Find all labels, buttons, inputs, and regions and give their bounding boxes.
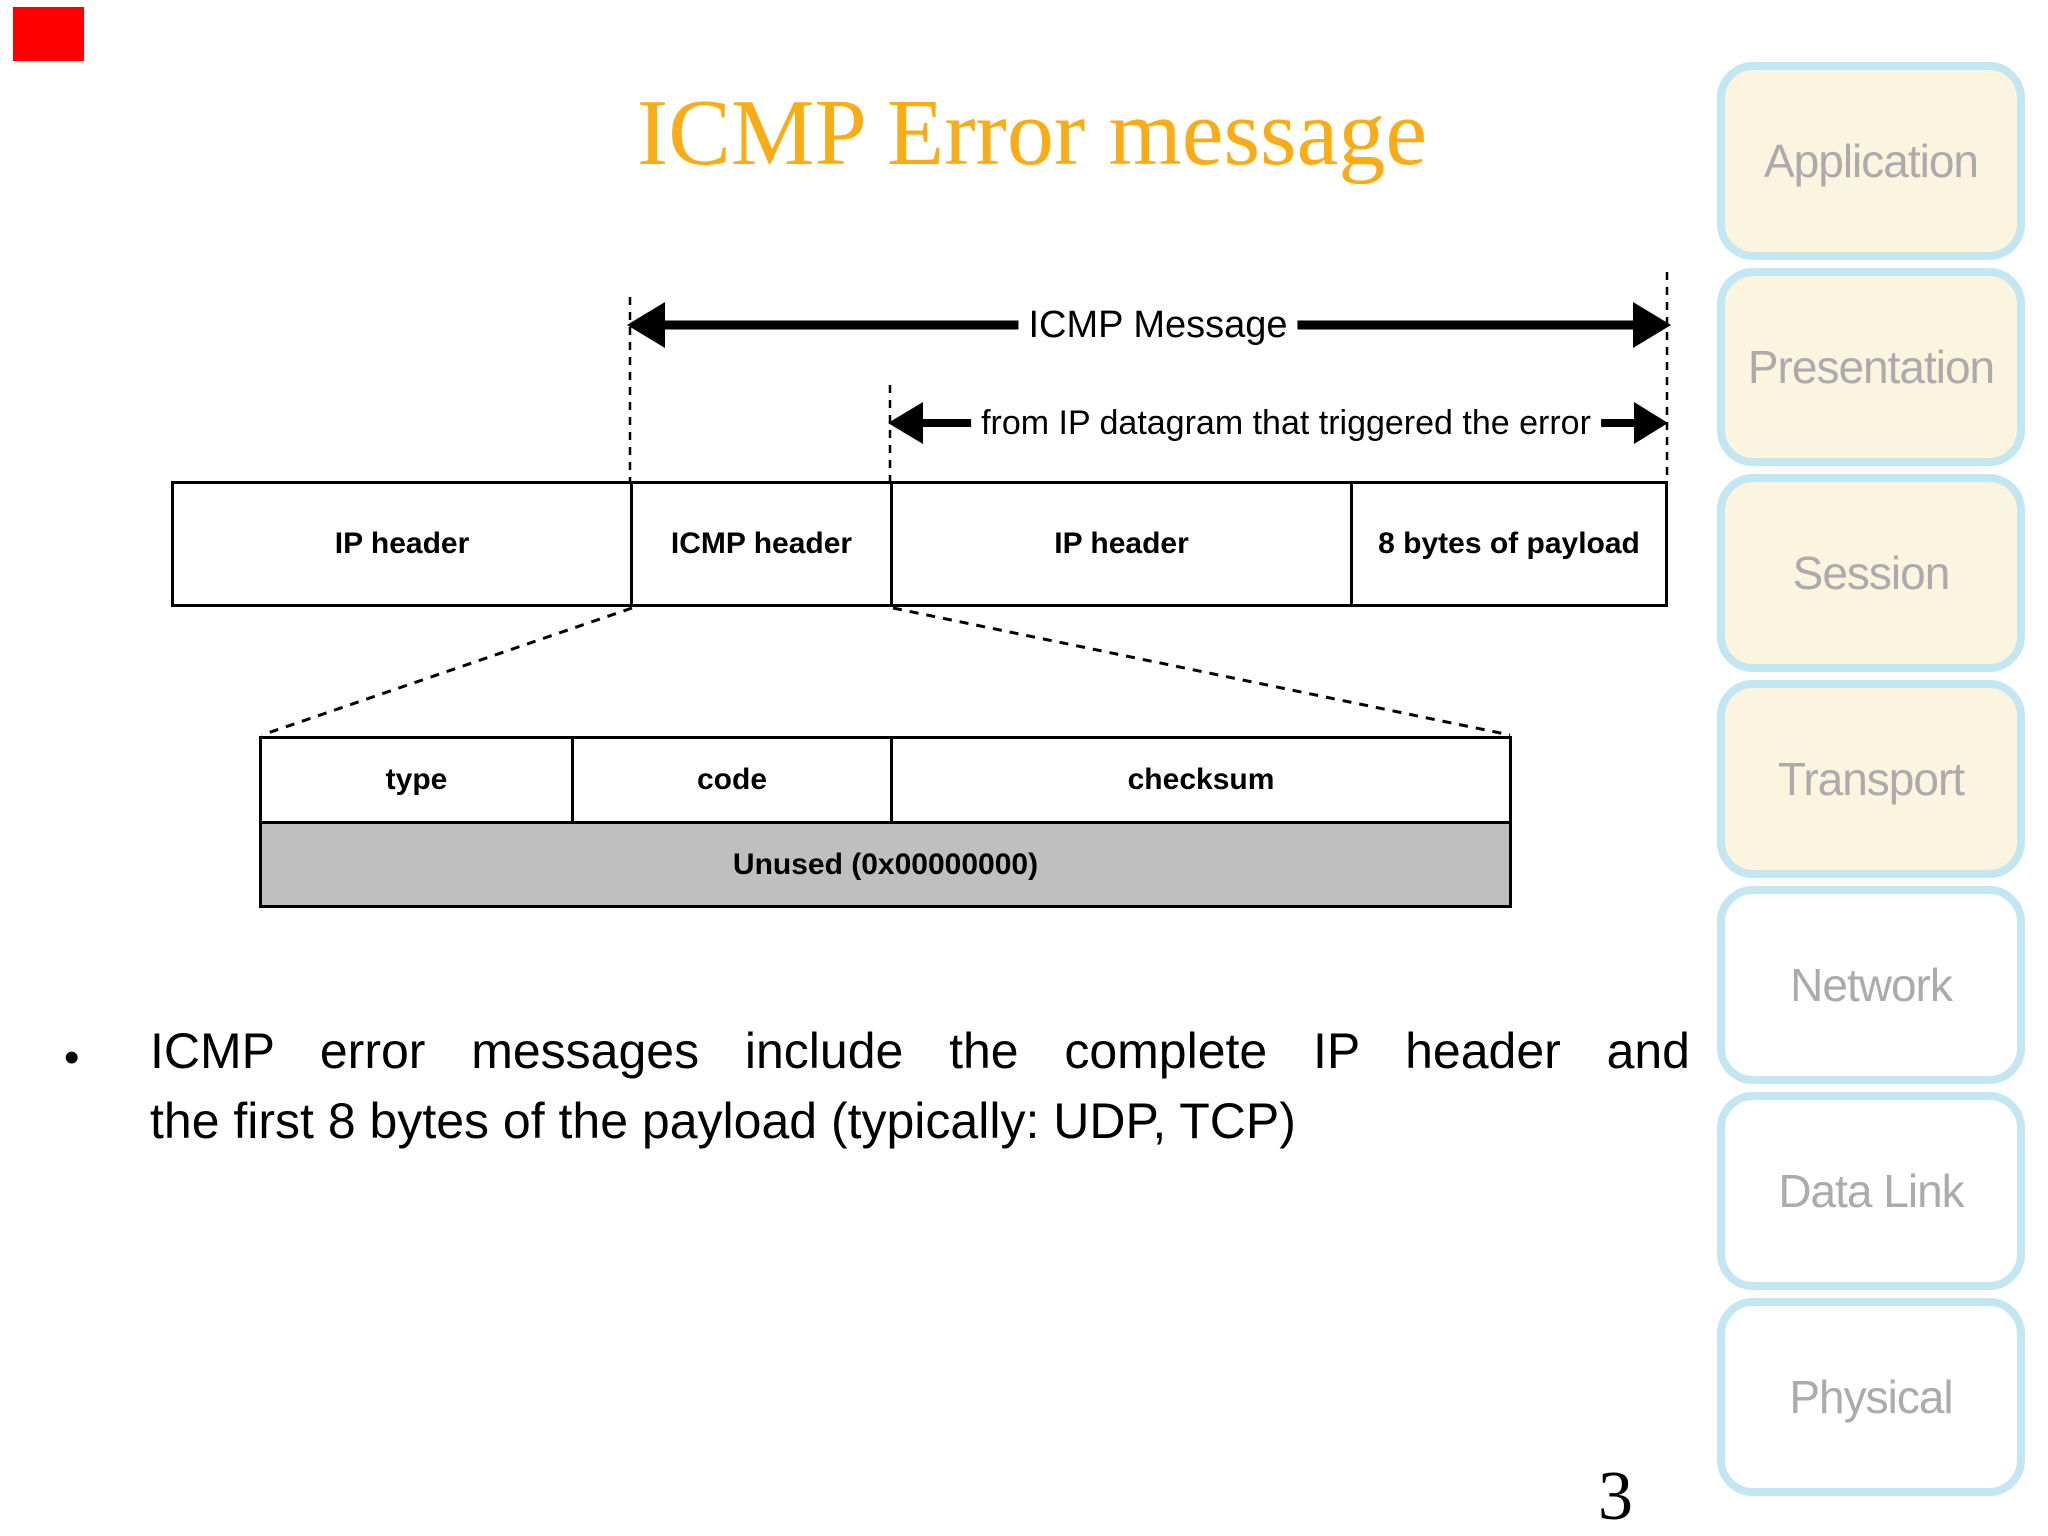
osi-layer-session: Session	[1717, 474, 2025, 672]
osi-layer-label: Presentation	[1747, 341, 1995, 393]
osi-layer-label: Session	[1792, 547, 1951, 599]
osi-layer-physical: Physical	[1717, 1298, 2025, 1496]
page-number: 3	[1598, 1458, 1633, 1535]
red-marker	[13, 7, 84, 61]
field-unused: Unused (0x00000000)	[262, 821, 1509, 905]
from-ip-datagram-arrow-label: from IP datagram that triggered the erro…	[971, 401, 1601, 445]
bullet-line-2: the first 8 bytes of the payload (typica…	[150, 1093, 1296, 1149]
packet-row: IP header ICMP header IP header 8 bytes …	[171, 481, 1668, 607]
osi-layer-transport: Transport	[1717, 680, 2025, 878]
dashed-guides	[628, 272, 1669, 481]
osi-layer-presentation: Presentation	[1717, 268, 2025, 466]
icmp-header-fields-row: type code checksum	[262, 739, 1509, 821]
osi-layer-application: Application	[1717, 62, 2025, 260]
field-code: code	[574, 739, 893, 821]
osi-layer-data-link: Data Link	[1717, 1092, 2025, 1290]
dashed-expansion-lines	[261, 606, 1511, 737]
packet-cell-ip-header-1: IP header	[174, 484, 633, 604]
packet-cell-ip-header-2: IP header	[893, 484, 1353, 604]
field-type: type	[262, 739, 574, 821]
osi-stack: Application Presentation Session Transpo…	[1717, 62, 2025, 1496]
bullet-item: ICMP error messages include the complete…	[150, 1016, 1690, 1156]
osi-layer-label: Data Link	[1778, 1165, 1964, 1217]
packet-cell-icmp-header: ICMP header	[633, 484, 893, 604]
packet-cell-payload: 8 bytes of payload	[1378, 527, 1640, 560]
osi-layer-label: Physical	[1789, 1371, 1953, 1423]
icmp-message-arrow-label: ICMP Message	[1018, 301, 1298, 349]
bullet-marker: •	[64, 1033, 80, 1082]
osi-layer-label: Network	[1790, 959, 1953, 1011]
slide-title: ICMP Error message	[636, 81, 1428, 185]
icmp-header-detail-table: type code checksum Unused (0x00000000)	[259, 736, 1512, 908]
field-checksum: checksum	[1127, 763, 1275, 796]
osi-layer-label: Transport	[1777, 753, 1965, 805]
bullet-line-1: ICMP error messages include the complete…	[150, 1023, 1690, 1079]
osi-layer-label: Application	[1763, 135, 1979, 187]
osi-layer-network: Network	[1717, 886, 2025, 1084]
